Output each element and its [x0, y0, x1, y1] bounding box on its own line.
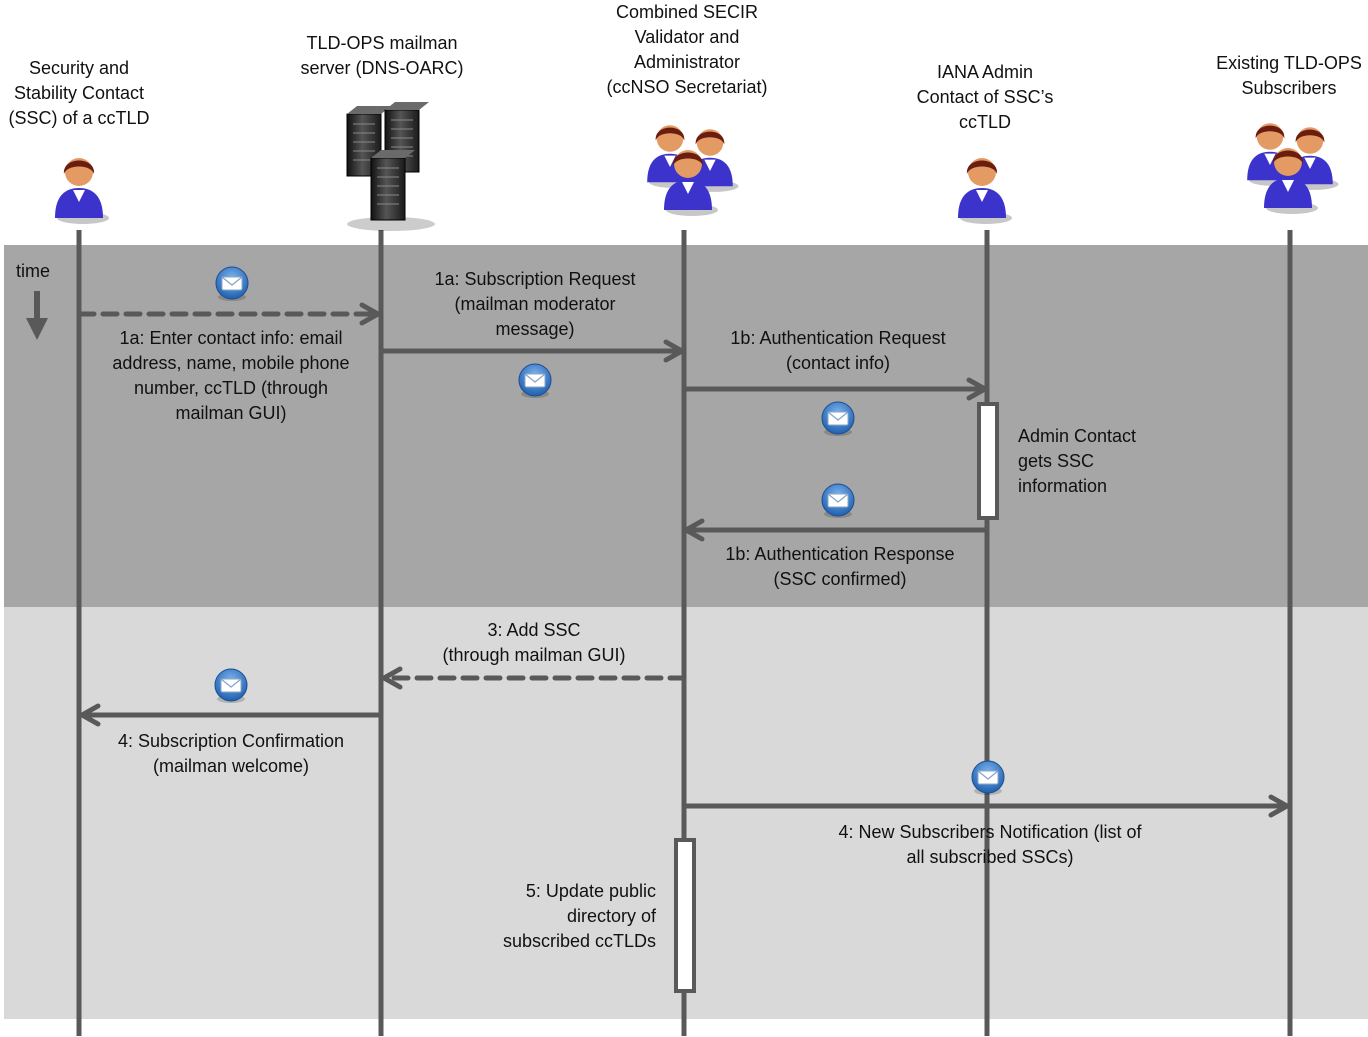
message-label-subscription-request: 1a: Subscription Request (mailman modera…: [434, 269, 636, 339]
participant-label-ssc: Security and Stability Contact (SSC) of …: [8, 58, 150, 128]
participant-label-subscribers: Existing TLD-OPS Subscribers: [1216, 53, 1362, 98]
arrowhead: [359, 302, 381, 326]
participant-label-secretariat: Combined SECIR Validator and Administrat…: [606, 2, 768, 97]
note-admin-contact-gets-ssc-info: Admin Contact gets SSC information: [1018, 426, 1137, 496]
arrowhead: [966, 377, 988, 401]
mail-icon: [971, 760, 1005, 795]
mail-icon: [821, 401, 855, 436]
message-label-new-subscribers-notification: 4: New Subscribers Notification (list of…: [838, 822, 1142, 867]
person-icon: [958, 158, 1012, 224]
server-icon: [346, 102, 435, 231]
mail-icon: [214, 668, 248, 703]
note-update-public-directory: 5: Update public directory of subscribed…: [502, 881, 656, 951]
people-group-icon: [647, 125, 739, 216]
arrowhead: [1268, 794, 1290, 818]
mail-icon: [821, 483, 855, 518]
message-label-enter-contact-info: 1a: Enter contact info: email address, n…: [112, 328, 350, 423]
time-label: time: [16, 261, 51, 281]
person-icon: [55, 158, 109, 224]
participant-label-iana: IANA Admin Contact of SSC’s ccTLD: [916, 62, 1054, 132]
arrowhead: [663, 339, 685, 363]
mail-icon: [518, 363, 552, 398]
activation-box-secretariat: [674, 838, 696, 993]
message-label-authentication-response: 1b: Authentication Response (SSC confirm…: [725, 544, 955, 589]
mail-icon: [215, 266, 249, 301]
message-label-add-ssc: 3: Add SSC (through mailman GUI): [442, 620, 626, 665]
time-arrow-icon: [26, 291, 48, 340]
arrowhead: [683, 518, 705, 542]
activation-box-iana: [977, 402, 999, 520]
arrowhead: [381, 666, 403, 690]
message-label-authentication-request: 1b: Authentication Request (contact info…: [730, 328, 946, 373]
message-label-subscription-confirmation: 4: Subscription Confirmation (mailman we…: [117, 731, 345, 776]
participant-label-mailman: TLD-OPS mailman server (DNS-OARC): [300, 33, 464, 78]
people-group-icon: [1247, 123, 1339, 214]
arrowhead: [79, 703, 101, 727]
